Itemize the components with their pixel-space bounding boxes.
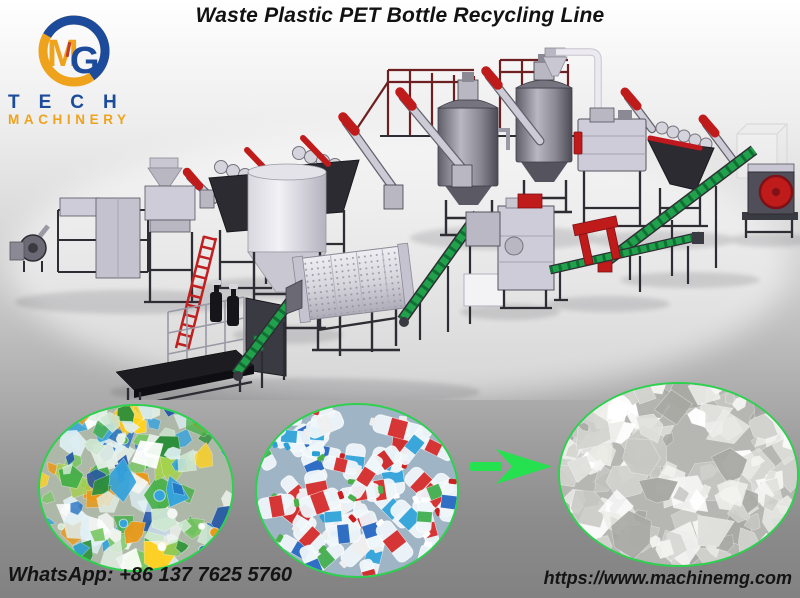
left-dewatering-unit — [9, 157, 218, 351]
brand-name-tech: TECH — [8, 92, 136, 113]
logo-letter-m: M — [47, 33, 79, 75]
trommel-screen — [285, 242, 417, 356]
squeezer-dryer-unit — [573, 107, 647, 228]
website-url: https://www.machinemg.com — [543, 568, 792, 588]
metal-detector-conveyor — [549, 215, 704, 302]
photo-crushed-bottles — [38, 404, 234, 572]
hot-wash-tank-2 — [514, 54, 574, 214]
belt-conveyor-to-silo — [597, 145, 758, 280]
recycling-line-illustration — [9, 47, 800, 400]
metal-detector-gantry — [572, 215, 622, 266]
brand-name-machinery: MACHINERY — [8, 112, 131, 127]
red-ladder — [174, 235, 218, 351]
storage-silo — [247, 163, 327, 330]
label-separator-tank — [647, 121, 715, 228]
whatsapp-contact: WhatsApp: +86 137 7625 5760 — [8, 564, 293, 586]
crusher — [742, 163, 798, 238]
photo-clear-flakes — [558, 382, 799, 567]
brand-logo: M G TECH MACHINERY — [6, 12, 166, 132]
brand-logo-monogram-icon: M G — [38, 15, 110, 87]
photo-whole-bottles — [255, 403, 459, 578]
process-arrow-icon — [470, 449, 552, 484]
label-remover-machine — [463, 193, 555, 310]
pet-bottle-models — [210, 280, 239, 326]
page-title: Waste Plastic PET Bottle Recycling Line — [195, 4, 605, 27]
logo-letter-g: G — [70, 40, 100, 82]
cyclone-and-pipe — [542, 47, 602, 160]
logo-red-accent — [65, 41, 72, 58]
screw-conveyors — [182, 66, 741, 210]
